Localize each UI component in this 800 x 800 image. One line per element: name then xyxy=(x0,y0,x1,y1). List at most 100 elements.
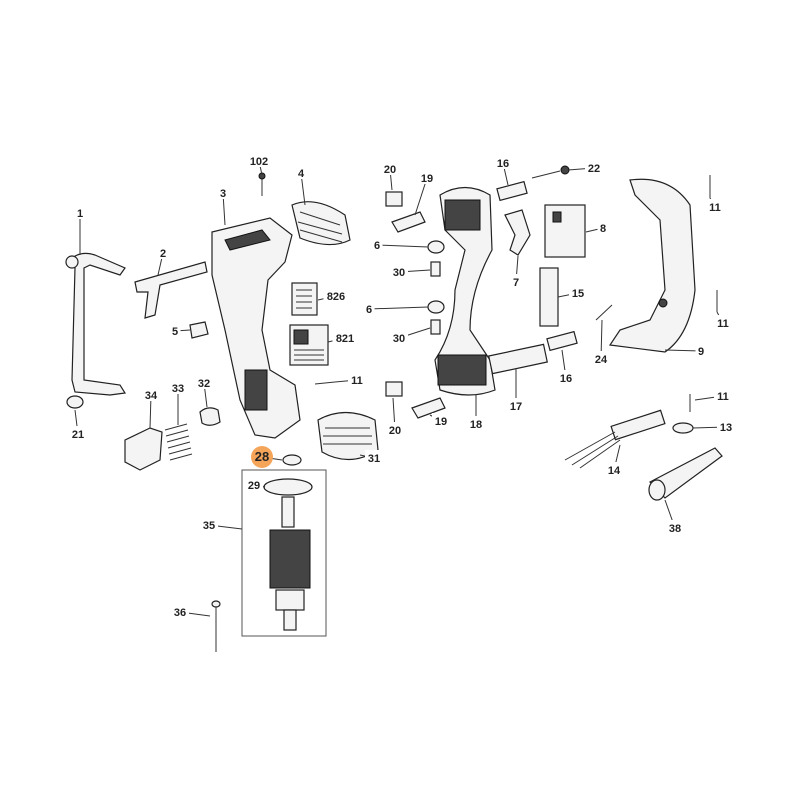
callout-background xyxy=(706,199,724,213)
part-821-label-sticker[interactable] xyxy=(289,324,329,366)
part-20-brush-cap[interactable] xyxy=(385,381,403,397)
callout-30[interactable]: 30 xyxy=(390,264,431,279)
callout-20[interactable]: 20 xyxy=(386,397,404,437)
leader-line xyxy=(376,244,429,248)
callout-2[interactable]: 2 xyxy=(157,245,169,276)
part-24-screw[interactable] xyxy=(595,304,613,321)
part-21-cap[interactable] xyxy=(66,395,84,409)
part-19-clip[interactable] xyxy=(411,397,446,419)
callout-background xyxy=(74,205,86,219)
part-32-cap[interactable] xyxy=(199,407,221,426)
part-5-clip[interactable] xyxy=(189,321,209,339)
callout-11[interactable]: 11 xyxy=(714,311,732,330)
part-7-trigger[interactable] xyxy=(504,209,531,256)
callout-label: 11 xyxy=(351,375,363,387)
callout-34[interactable]: 34 xyxy=(142,387,160,429)
callout-19[interactable]: 19 xyxy=(429,413,450,428)
part-11-screw[interactable] xyxy=(314,381,336,385)
part-35-armature[interactable] xyxy=(269,496,311,631)
part-14-cord[interactable] xyxy=(564,409,666,469)
callout-label: 6 xyxy=(366,304,372,316)
callout-7[interactable]: 7 xyxy=(510,255,522,289)
part-826-label-sticker[interactable] xyxy=(291,282,318,316)
leader-line xyxy=(664,349,702,352)
part-22-screw[interactable] xyxy=(531,165,570,179)
part-16-sleeve[interactable] xyxy=(496,180,528,202)
part-33-spring[interactable] xyxy=(164,423,193,461)
part-3-housing[interactable] xyxy=(211,217,301,439)
part-19-clip[interactable] xyxy=(391,211,426,233)
callout-11[interactable]: 11 xyxy=(694,388,732,403)
part-8-switch[interactable] xyxy=(544,204,586,258)
callout-24[interactable]: 24 xyxy=(592,319,610,366)
part-17-bar[interactable] xyxy=(488,343,548,375)
callout-label: 21 xyxy=(72,429,84,441)
callout-background xyxy=(363,301,375,315)
callout-16[interactable]: 16 xyxy=(557,349,575,385)
callout-22[interactable]: 22 xyxy=(567,160,603,175)
callout-label: 18 xyxy=(470,419,482,431)
callout-15[interactable]: 15 xyxy=(557,285,587,300)
callout-11[interactable]: 11 xyxy=(334,372,366,387)
part-29-bearing[interactable] xyxy=(263,478,313,496)
callout-19[interactable]: 19 xyxy=(414,170,436,216)
callout-35[interactable]: 35 xyxy=(200,517,243,532)
part-4-cushion[interactable] xyxy=(291,201,351,246)
part-18-handle-half[interactable] xyxy=(434,186,496,396)
part-102-screw[interactable] xyxy=(258,172,266,196)
callout-1[interactable]: 1 xyxy=(74,205,86,255)
callout-32[interactable]: 32 xyxy=(195,375,213,408)
callout-11[interactable]: 11 xyxy=(706,197,724,214)
part-13-cable-clamp[interactable] xyxy=(672,422,694,434)
callout-label: 2 xyxy=(160,248,166,260)
part-6-bearing[interactable] xyxy=(427,300,445,314)
callout-28[interactable]: 28 xyxy=(251,446,283,468)
callout-16[interactable]: 16 xyxy=(494,155,512,186)
callout-821[interactable]: 821 xyxy=(327,330,358,345)
callout-label: 4 xyxy=(298,168,305,180)
part-16-sleeve[interactable] xyxy=(546,330,578,352)
part-30-brush[interactable] xyxy=(430,319,441,335)
part-6-bearing[interactable] xyxy=(427,240,445,254)
part-1-frame-rod[interactable] xyxy=(65,252,127,396)
callout-6[interactable]: 6 xyxy=(371,237,429,252)
part-30-brush[interactable] xyxy=(430,261,441,277)
callout-38[interactable]: 38 xyxy=(664,499,684,535)
part-9-handle-cover[interactable] xyxy=(608,178,696,353)
callout-14[interactable]: 14 xyxy=(605,444,623,477)
part-34-carbon-brush-holder[interactable] xyxy=(124,427,163,471)
callout-826[interactable]: 826 xyxy=(317,288,349,303)
callout-label: 9 xyxy=(698,346,704,358)
part-15-switch-plate[interactable] xyxy=(539,267,559,327)
callout-102[interactable]: 102 xyxy=(246,153,272,176)
part-20-brush-cap[interactable] xyxy=(385,191,403,207)
callout-18[interactable]: 18 xyxy=(467,395,485,431)
callout-label: 13 xyxy=(720,422,732,434)
part-2-bracket[interactable] xyxy=(134,261,208,319)
part-36-screw[interactable] xyxy=(211,600,221,652)
callout-label: 11 xyxy=(709,202,721,214)
callout-background xyxy=(510,274,522,288)
callout-33[interactable]: 33 xyxy=(169,380,187,425)
callout-36[interactable]: 36 xyxy=(171,604,211,619)
callout-31[interactable]: 31 xyxy=(359,450,383,465)
callout-9[interactable]: 9 xyxy=(664,343,707,358)
callout-30[interactable]: 30 xyxy=(390,327,431,345)
callout-29[interactable]: 29 xyxy=(245,477,266,492)
part-31-cushion[interactable] xyxy=(317,411,379,461)
callout-8[interactable]: 8 xyxy=(585,220,609,235)
callout-3[interactable]: 3 xyxy=(217,185,229,226)
callout-20[interactable]: 20 xyxy=(381,161,399,191)
part-38-cord-guard-end[interactable] xyxy=(648,479,666,501)
callout-label: 19 xyxy=(421,173,433,185)
callout-6[interactable]: 6 xyxy=(363,301,429,316)
callout-5[interactable]: 5 xyxy=(169,323,191,338)
part-28-ring[interactable] xyxy=(282,454,302,466)
callout-background xyxy=(169,380,187,394)
callout-background xyxy=(200,517,218,531)
callout-17[interactable]: 17 xyxy=(507,368,525,413)
callout-13[interactable]: 13 xyxy=(692,419,735,434)
callout-label: 14 xyxy=(608,465,621,477)
callout-21[interactable]: 21 xyxy=(69,409,87,441)
callout-4[interactable]: 4 xyxy=(295,165,307,206)
